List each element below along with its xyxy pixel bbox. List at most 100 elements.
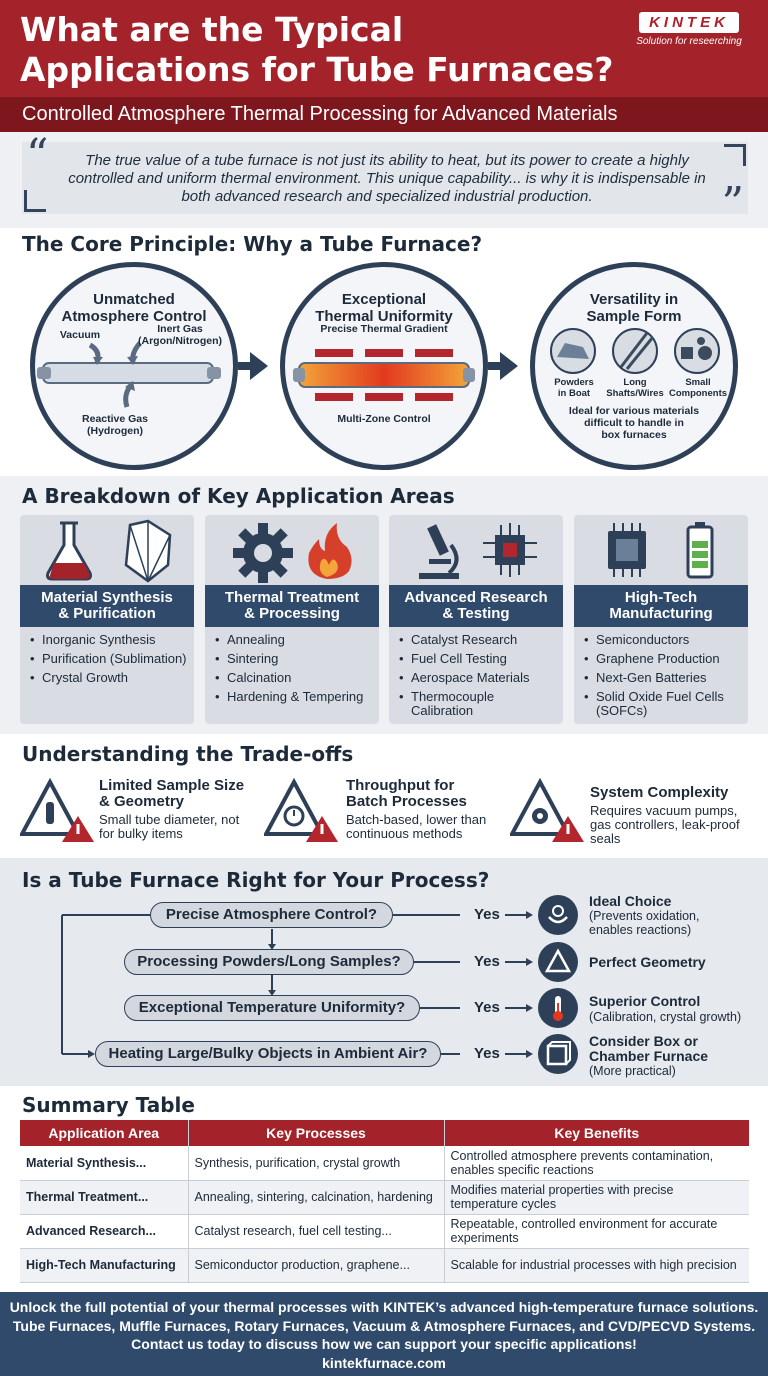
warning-clock-icon [264, 778, 338, 842]
sample-forms-icon [550, 328, 720, 374]
thermometer-icon [538, 988, 578, 1028]
footer-line: Tube Furnaces, Muffle Furnaces, Rotary F… [12, 1317, 756, 1334]
tradeoff-title: Throughput for Batch Processes [346, 777, 467, 810]
result-note: (More practical) [589, 1064, 676, 1078]
table-cell: Scalable for industrial processes with h… [444, 1248, 749, 1283]
result-title: Ideal Choice [589, 893, 672, 909]
sample-versatility-circle: Versatility in Sample Form Powders in Bo… [530, 262, 738, 470]
question-uniformity: Exceptional Temperature Uniformity? [124, 995, 420, 1021]
table-row: Material Synthesis... Synthesis, purific… [20, 1146, 749, 1181]
card-title: Thermal Treatment & Processing [205, 585, 379, 627]
reactive-gas-label: Reactive Gas (Hydrogen) [82, 413, 148, 437]
inert-gas-label: Inert Gas (Argon/Nitrogen) [138, 323, 222, 347]
tradeoff-title: Limited Sample Size & Geometry [99, 777, 245, 810]
microscope-chip-icon [419, 523, 537, 579]
table-cell: Annealing, sintering, calcination, harde… [188, 1180, 445, 1215]
footer-banner: Unlock the full potential of your therma… [0, 1292, 768, 1376]
versatility-note: Ideal for various materials difficult to… [568, 405, 700, 441]
page-title: What are the Typical Applications for Tu… [20, 10, 640, 90]
answer-yes: Yes [474, 953, 500, 970]
flask-crystal-icon [46, 519, 172, 583]
list-item: Purification (Sublimation) [30, 652, 190, 667]
table-cell: Semiconductor production, graphene... [188, 1248, 445, 1283]
geometry-triangle-icon [538, 942, 578, 982]
tradeoffs-section [0, 734, 768, 858]
list-item: Sintering [215, 652, 375, 667]
result-note: (Calibration, crystal growth) [589, 1010, 742, 1024]
corner-decoration [724, 144, 746, 166]
card-thermal-treatment: Thermal Treatment & Processing Annealing… [205, 515, 379, 724]
tradeoffs-title: Understanding the Trade-offs [22, 742, 354, 766]
card-title: High-Tech Manufacturing [574, 585, 748, 627]
column-header: Key Benefits [444, 1120, 749, 1146]
title-line-2: Applications for Tube Furnaces? [20, 50, 614, 89]
list-item: Annealing [215, 633, 375, 648]
answer-yes: Yes [474, 1045, 500, 1062]
card-advanced-research: Advanced Research & Testing Catalyst Res… [389, 515, 563, 724]
multi-zone-label: Multi-Zone Control [337, 413, 431, 425]
list-item: Next-Gen Batteries [584, 671, 744, 686]
logo-tagline: Solution for reseerching [636, 36, 742, 47]
processor-battery-icon [608, 522, 714, 579]
footer-line: Contact us today to discuss how we can s… [131, 1336, 637, 1352]
gear-flame-icon [233, 523, 352, 583]
table-cell: High-Tech Manufacturing [20, 1248, 189, 1283]
table-cell: Modifies material properties with precis… [444, 1180, 749, 1215]
table-cell: Catalyst research, fuel cell testing... [188, 1214, 445, 1249]
kintek-logo[interactable]: KINTEK Solution for reseerching [624, 12, 754, 47]
table-cell: Advanced Research... [20, 1214, 189, 1249]
list-item: Semiconductors [584, 633, 744, 648]
circle-title: Exceptional Thermal Uniformity [315, 291, 453, 325]
summary-table: Application Area Key Processes Key Benef… [20, 1120, 749, 1283]
powders-label: Powders in Boat [554, 377, 594, 399]
atmosphere-control-circle: Unmatched Atmosphere Control Vacuum Iner… [30, 262, 238, 470]
table-cell: Material Synthesis... [20, 1146, 189, 1181]
list-item: Hardening & Tempering [215, 690, 375, 705]
list-item: Catalyst Research [399, 633, 559, 648]
decision-title: Is a Tube Furnace Right for Your Process… [22, 868, 490, 892]
list-item: Crystal Growth [30, 671, 190, 686]
right-arrow-icon [250, 352, 268, 380]
corner-decoration [24, 190, 46, 212]
shafts-label: Long Shafts/Wires [606, 377, 664, 399]
components-label: Small Components [668, 377, 728, 399]
column-header: Application Area [20, 1120, 189, 1146]
column-header: Key Processes [188, 1120, 445, 1146]
table-header-row: Application Area Key Processes Key Benef… [20, 1120, 749, 1146]
circle-title: Versatility in Sample Form [586, 291, 682, 325]
gradient-label: Precise Thermal Gradient [320, 323, 448, 335]
card-list: Semiconductors Graphene Production Next-… [584, 633, 744, 723]
result-title: Perfect Geometry [589, 954, 706, 970]
table-cell: Repeatable, controlled environment for a… [444, 1214, 749, 1249]
right-arrow-icon [500, 352, 518, 380]
quote-text: The true value of a tube furnace is not … [68, 152, 706, 205]
result-note: (Prevents oxidation, enables reactions) [589, 909, 700, 937]
page-subtitle: Controlled Atmosphere Thermal Processing… [0, 97, 768, 132]
list-item: Inorganic Synthesis [30, 633, 190, 648]
card-title: Material Synthesis & Purification [20, 585, 194, 627]
list-item: Calcination [215, 671, 375, 686]
answer-yes: Yes [474, 999, 500, 1016]
website-link[interactable]: kintekfurnace.com [322, 1354, 446, 1371]
table-cell: Thermal Treatment... [20, 1180, 189, 1215]
list-item: Thermocouple Calibration [399, 690, 559, 718]
question-powders: Processing Powders/Long Samples? [124, 949, 414, 975]
list-item: Solid Oxide Fuel Cells (SOFCs) [584, 690, 744, 718]
card-list: Catalyst Research Fuel Cell Testing Aero… [399, 633, 559, 723]
question-bulky: Heating Large/Bulky Objects in Ambient A… [95, 1041, 441, 1067]
answer-yes: Yes [474, 906, 500, 923]
list-item: Graphene Production [584, 652, 744, 667]
warning-gear-icon [510, 778, 584, 842]
header-banner: What are the Typical Applications for Tu… [0, 0, 768, 132]
applications-title: A Breakdown of Key Application Areas [22, 484, 455, 508]
vacuum-label: Vacuum [59, 329, 101, 341]
core-title: The Core Principle: Why a Tube Furnace? [22, 232, 483, 256]
result-title: Consider Box or Chamber Furnace [589, 1033, 709, 1064]
warning-tube-icon [20, 778, 94, 842]
card-list: Annealing Sintering Calcination Hardenin… [215, 633, 375, 709]
tradeoff-text: Batch-based, lower than continuous metho… [346, 812, 487, 841]
table-cell: Controlled atmosphere prevents contamina… [444, 1146, 749, 1181]
thermal-uniformity-circle: Exceptional Thermal Uniformity Precise T… [280, 262, 488, 470]
heated-tube-icon [293, 349, 475, 401]
arrow-bar [238, 362, 250, 370]
